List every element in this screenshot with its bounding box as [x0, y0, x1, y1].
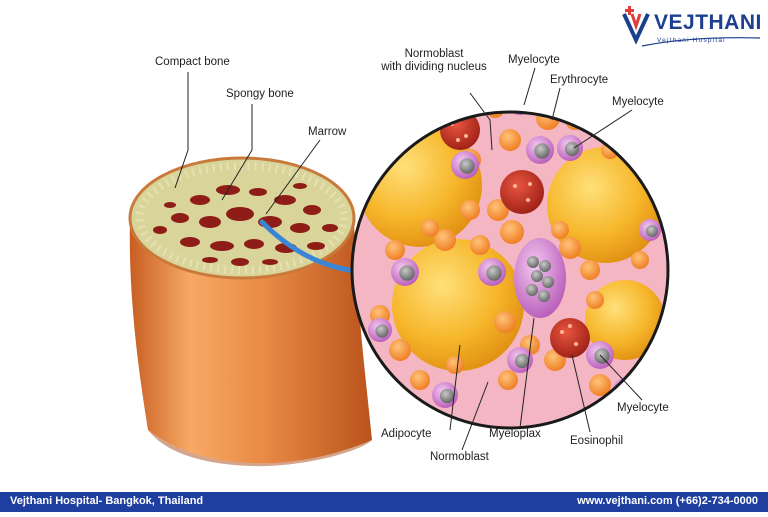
erythrocyte-cell — [631, 251, 649, 269]
label-myelocyte-right: Myelocyte — [612, 96, 664, 108]
footer-contact[interactable]: www.vejthani.com (+66)2-734-0000 — [577, 495, 758, 507]
erythrocyte-cell — [421, 219, 439, 237]
erythrocyte-cell — [551, 221, 569, 239]
logo-subtitle: Vejthani Hospital — [657, 37, 726, 44]
myelocyte-nucleus — [375, 324, 389, 338]
label-eosinophil: Eosinophil — [570, 435, 624, 447]
erythrocyte-cell — [498, 370, 518, 390]
erythrocyte-cell — [470, 235, 490, 255]
erythrocyte-cell — [559, 237, 581, 259]
label-myeloplax: Myeloplax — [489, 428, 541, 440]
label-compact-bone: Compact bone — [155, 56, 230, 68]
erythrocyte-cell — [446, 356, 464, 374]
erythrocyte-cell — [389, 339, 411, 361]
myelocyte-nucleus — [645, 224, 659, 238]
erythrocyte-cell — [494, 311, 516, 333]
spongy-bone-holes — [153, 183, 338, 266]
erythrocyte-cell — [385, 240, 405, 260]
label-myelocyte-top: Myelocyte — [508, 54, 560, 66]
label-normoblast: Normoblast — [430, 451, 489, 463]
myelocyte-nucleus — [534, 143, 550, 159]
myelocyte-nucleus — [439, 388, 455, 404]
myelocyte-nucleus — [486, 265, 502, 281]
erythrocyte-cell — [410, 370, 430, 390]
myelocyte-nucleus — [564, 141, 580, 157]
leader-lines — [174, 67, 643, 451]
footer-bar: Vejthani Hospital- Bangkok, Thailand www… — [0, 492, 768, 512]
erythrocyte-cell — [589, 374, 611, 396]
label-normoblast-dividing-line2: with dividing nucleus — [381, 61, 487, 73]
erythrocyte-cell — [434, 229, 456, 251]
bone-cylinder — [128, 156, 412, 467]
vejthani-logo — [622, 6, 761, 47]
label-erythrocyte: Erythrocyte — [550, 74, 609, 86]
erythrocyte-cell — [499, 129, 521, 151]
label-myelocyte-bottom: Myelocyte — [617, 402, 669, 414]
erythrocyte-cell — [460, 200, 480, 220]
label-spongy-bone: Spongy bone — [226, 88, 294, 100]
erythrocyte-cell — [586, 291, 604, 309]
erythrocyte-cell — [500, 220, 524, 244]
magnified-marrow — [350, 96, 670, 430]
myelocyte-nucleus — [514, 353, 530, 369]
myelocyte-nucleus — [594, 348, 610, 364]
label-normoblast-dividing: Normoblast with dividing nucleus — [380, 48, 488, 74]
erythrocyte-cell — [487, 199, 509, 221]
myelocyte-nucleus — [620, 384, 634, 398]
myelocyte-nucleus — [399, 265, 415, 281]
myelocyte-nucleus — [515, 96, 529, 110]
label-normoblast-dividing-line1: Normoblast — [404, 48, 464, 60]
logo-wordmark: VEJTHANI — [654, 11, 762, 34]
label-marrow: Marrow — [308, 126, 347, 138]
myelocyte-nucleus — [459, 158, 475, 174]
label-adipocyte: Adipocyte — [381, 428, 432, 440]
erythrocyte-cell — [580, 260, 600, 280]
footer-location: Vejthani Hospital- Bangkok, Thailand — [10, 495, 204, 507]
